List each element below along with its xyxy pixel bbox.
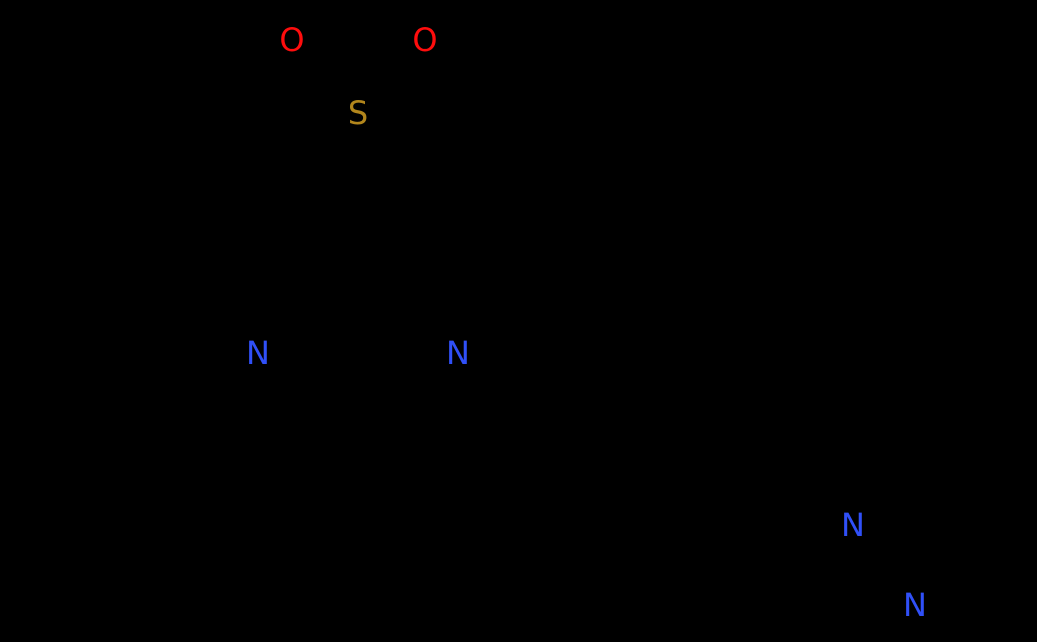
atom-nitrogen: N	[246, 334, 270, 372]
atom-nitrogen: N	[841, 506, 865, 544]
atom-sulfur: S	[347, 94, 369, 132]
atom-oxygen: O	[412, 21, 438, 59]
atom-nitrogen: N	[903, 586, 927, 624]
atom-nitrogen: N	[446, 334, 470, 372]
atom-oxygen: O	[279, 21, 305, 59]
